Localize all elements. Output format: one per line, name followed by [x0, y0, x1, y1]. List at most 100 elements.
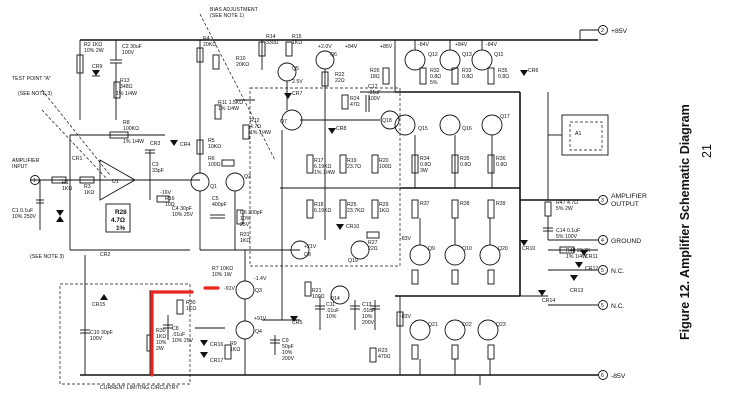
svg-text:4.7Ω: 4.7Ω [250, 124, 261, 130]
diode-cr4 [170, 140, 178, 146]
svg-text:Q18: Q18 [382, 118, 392, 124]
svg-text:33pF: 33pF [152, 168, 164, 174]
svg-text:Q15: Q15 [418, 126, 428, 132]
svg-text:23.7Ω: 23.7Ω [347, 164, 361, 170]
svg-text:CR8: CR8 [336, 126, 346, 132]
svg-text:100Ω: 100Ω [379, 164, 392, 170]
svg-text:CR17: CR17 [210, 358, 223, 364]
svg-text:-83V: -83V [400, 314, 411, 320]
svg-text:Q21: Q21 [428, 322, 438, 328]
page-number: 21 [700, 144, 714, 158]
svg-text:CR5: CR5 [292, 320, 302, 326]
svg-text:10% 25V: 10% 25V [172, 338, 194, 344]
resistor-r4 [196, 47, 204, 63]
resistor-r5 [196, 139, 204, 155]
svg-text:R39: R39 [496, 201, 506, 207]
svg-text:1KΩ: 1KΩ [62, 186, 72, 192]
svg-text:Q6: Q6 [330, 52, 337, 58]
resistor-r12 [242, 124, 250, 140]
resistor-r13 [113, 81, 121, 99]
output-network [520, 25, 609, 380]
svg-text:.01uF: .01uF [326, 308, 339, 314]
driver-stage [190, 13, 300, 251]
svg-text:R29: R29 [379, 202, 389, 208]
svg-text:R33: R33 [462, 68, 472, 74]
input-label: AMPLIFIER [12, 158, 40, 164]
resistor-r29b [369, 347, 377, 363]
transistor-q11 [471, 49, 493, 71]
svg-text:+21V: +21V [304, 244, 317, 250]
svg-text:R26: R26 [370, 68, 380, 74]
resistor-r40 [396, 311, 404, 327]
svg-text:R3: R3 [84, 184, 91, 190]
svg-text:C3: C3 [152, 162, 159, 168]
terminal-5b [598, 300, 608, 310]
svg-text:R7 10KΩ: R7 10KΩ [212, 266, 233, 272]
resistor-r17 [306, 154, 314, 174]
svg-text:CR10: CR10 [346, 224, 359, 230]
resistor-r18 [306, 199, 314, 219]
test-point-label: TEST POINT "A" [12, 76, 51, 82]
svg-text:R16: R16 [165, 196, 175, 202]
svg-text:10%: 10% [326, 314, 337, 320]
svg-text:0.8Ω: 0.8Ω [498, 74, 509, 80]
resistor-r2 [76, 54, 84, 74]
svg-text:Q20: Q20 [498, 246, 508, 252]
lower-left [59, 250, 377, 385]
svg-text:CR10: CR10 [522, 246, 535, 252]
input-section [30, 40, 200, 251]
svg-text:CR6: CR6 [528, 68, 538, 74]
svg-text:1KΩ: 1KΩ [156, 334, 166, 340]
svg-text:5%: 5% [430, 80, 438, 86]
svg-text:R27: R27 [368, 240, 378, 246]
svg-text:1% 1/4W: 1% 1/4W [123, 139, 144, 145]
diode-cr16 [200, 340, 208, 346]
transistor-q14 [330, 285, 350, 305]
bias-label: BIAS ADJUSTMENT [210, 7, 259, 13]
diode-cr17 [200, 352, 208, 358]
svg-text:1% 1/4W: 1% 1/4W [314, 170, 335, 176]
svg-text:1KΩ: 1KΩ [230, 347, 240, 353]
transistor-q12 [404, 49, 426, 71]
svg-text:C8: C8 [172, 326, 179, 332]
svg-text:Q16: Q16 [462, 126, 472, 132]
terminal-5b-num: 5 [601, 303, 604, 309]
svg-text:R24: R24 [350, 96, 360, 102]
transistor-q4 [235, 320, 255, 340]
resistor-r47 [544, 201, 552, 217]
transistor-q17 [481, 114, 503, 136]
resistor-r9 [224, 344, 232, 360]
svg-text:-91V: -91V [224, 286, 235, 292]
diode-cr15 [100, 294, 108, 300]
diode-cr2 [56, 216, 64, 222]
svg-text:10KΩ: 10KΩ [208, 144, 221, 150]
svg-text:6.19KΩ: 6.19KΩ [314, 164, 332, 170]
transistor-q1 [190, 172, 210, 192]
diode-cr6 [520, 70, 528, 76]
svg-text:Q5: Q5 [292, 66, 299, 72]
svg-text:-84V: -84V [418, 42, 429, 48]
svg-text:10%: 10% [362, 314, 373, 320]
terminal-3-label-2: OUTPUT [611, 201, 639, 208]
svg-text:20KΩ: 20KΩ [203, 42, 216, 48]
svg-text:CR3: CR3 [150, 141, 160, 147]
diode-cr8 [328, 128, 336, 134]
output-upper [382, 40, 503, 188]
resistor-r1 [51, 176, 67, 184]
svg-text:R12: R12 [250, 118, 260, 124]
resistor-r35b [487, 67, 495, 85]
svg-text:R4: R4 [203, 36, 210, 42]
transistor-q22 [444, 319, 466, 341]
terminal-3-num: 3 [601, 198, 604, 204]
component-labels: BIAS ADJUSTMENT (SEE NOTE 1) TEST POINT … [12, 7, 647, 391]
terminal-3-label: AMPLIFIER [611, 193, 647, 200]
svg-text:R23: R23 [378, 348, 388, 354]
svg-text:.01uF: .01uF [368, 90, 381, 96]
resistor-r43 [487, 269, 495, 285]
svg-text:Q12: Q12 [428, 52, 438, 58]
svg-text:6.19KΩ: 6.19KΩ [314, 208, 332, 214]
svg-text:R30: R30 [156, 328, 166, 334]
terminal-2-num: 2 [601, 28, 604, 34]
svg-text:100V: 100V [368, 96, 381, 102]
